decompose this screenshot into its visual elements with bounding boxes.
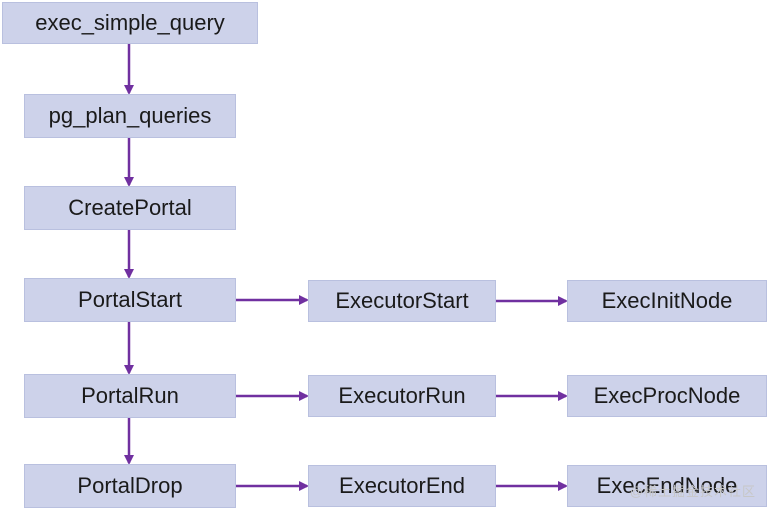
watermark: @稀土掘金技术社区 [629,484,756,499]
node-executor-end: ExecutorEnd [308,465,496,507]
node-exec-end-node: ExecEndNode [567,465,767,507]
node-executor-start: ExecutorStart [308,280,496,322]
node-portal-drop: PortalDrop [24,464,236,508]
node-exec-init-node: ExecInitNode [567,280,767,322]
node-portal-run: PortalRun [24,374,236,418]
node-exec-proc-node: ExecProcNode [567,375,767,417]
node-portal-start: PortalStart [24,278,236,322]
node-pg-plan-queries: pg_plan_queries [24,94,236,138]
node-exec-simple-query: exec_simple_query [2,2,258,44]
node-create-portal: CreatePortal [24,186,236,230]
node-executor-run: ExecutorRun [308,375,496,417]
